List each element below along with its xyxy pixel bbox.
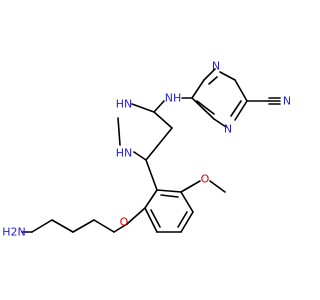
bond	[156, 189, 182, 193]
bond	[150, 209, 161, 228]
bond	[180, 191, 194, 213]
bond	[180, 211, 194, 233]
bond	[133, 151, 147, 161]
n-label: N	[283, 95, 291, 108]
bond-lines	[21, 68, 281, 233]
n-label: N	[212, 60, 220, 73]
bond	[160, 194, 179, 198]
bond	[131, 103, 155, 113]
bond	[145, 159, 158, 191]
bond	[234, 79, 248, 102]
bond	[93, 219, 115, 233]
bond	[144, 207, 158, 233]
bond	[234, 100, 248, 121]
bond	[230, 100, 242, 117]
bond	[177, 211, 188, 228]
atom-labels: H2N HN HN NH N N N O O	[2, 60, 291, 239]
bond	[219, 71, 236, 81]
bond	[51, 219, 74, 233]
bond	[31, 219, 53, 233]
bond	[196, 100, 215, 115]
bond	[117, 117, 121, 146]
bond	[153, 100, 165, 113]
amine-label: H2N	[2, 226, 26, 239]
bond	[144, 189, 158, 209]
bond	[180, 180, 201, 193]
o-label: O	[201, 173, 210, 186]
o-label: O	[120, 216, 129, 229]
n-label: N	[224, 123, 232, 136]
bond	[113, 223, 128, 233]
bond	[72, 219, 95, 233]
bond	[126, 207, 146, 225]
bond	[191, 79, 205, 99]
bond	[191, 97, 215, 120]
nh-label: HN	[116, 98, 133, 111]
bond	[208, 76, 218, 85]
bond	[145, 127, 173, 161]
molecule-diagram: H2N HN HN NH N N N O O	[2, 59, 292, 239]
bond	[153, 111, 173, 129]
bond	[203, 68, 216, 81]
bond	[209, 180, 226, 193]
bond	[213, 118, 227, 128]
nh-label: NH	[165, 92, 182, 105]
nh-label: HN	[116, 147, 133, 160]
structure-drawing: H2N HN HN NH N N N O O	[2, 60, 291, 239]
